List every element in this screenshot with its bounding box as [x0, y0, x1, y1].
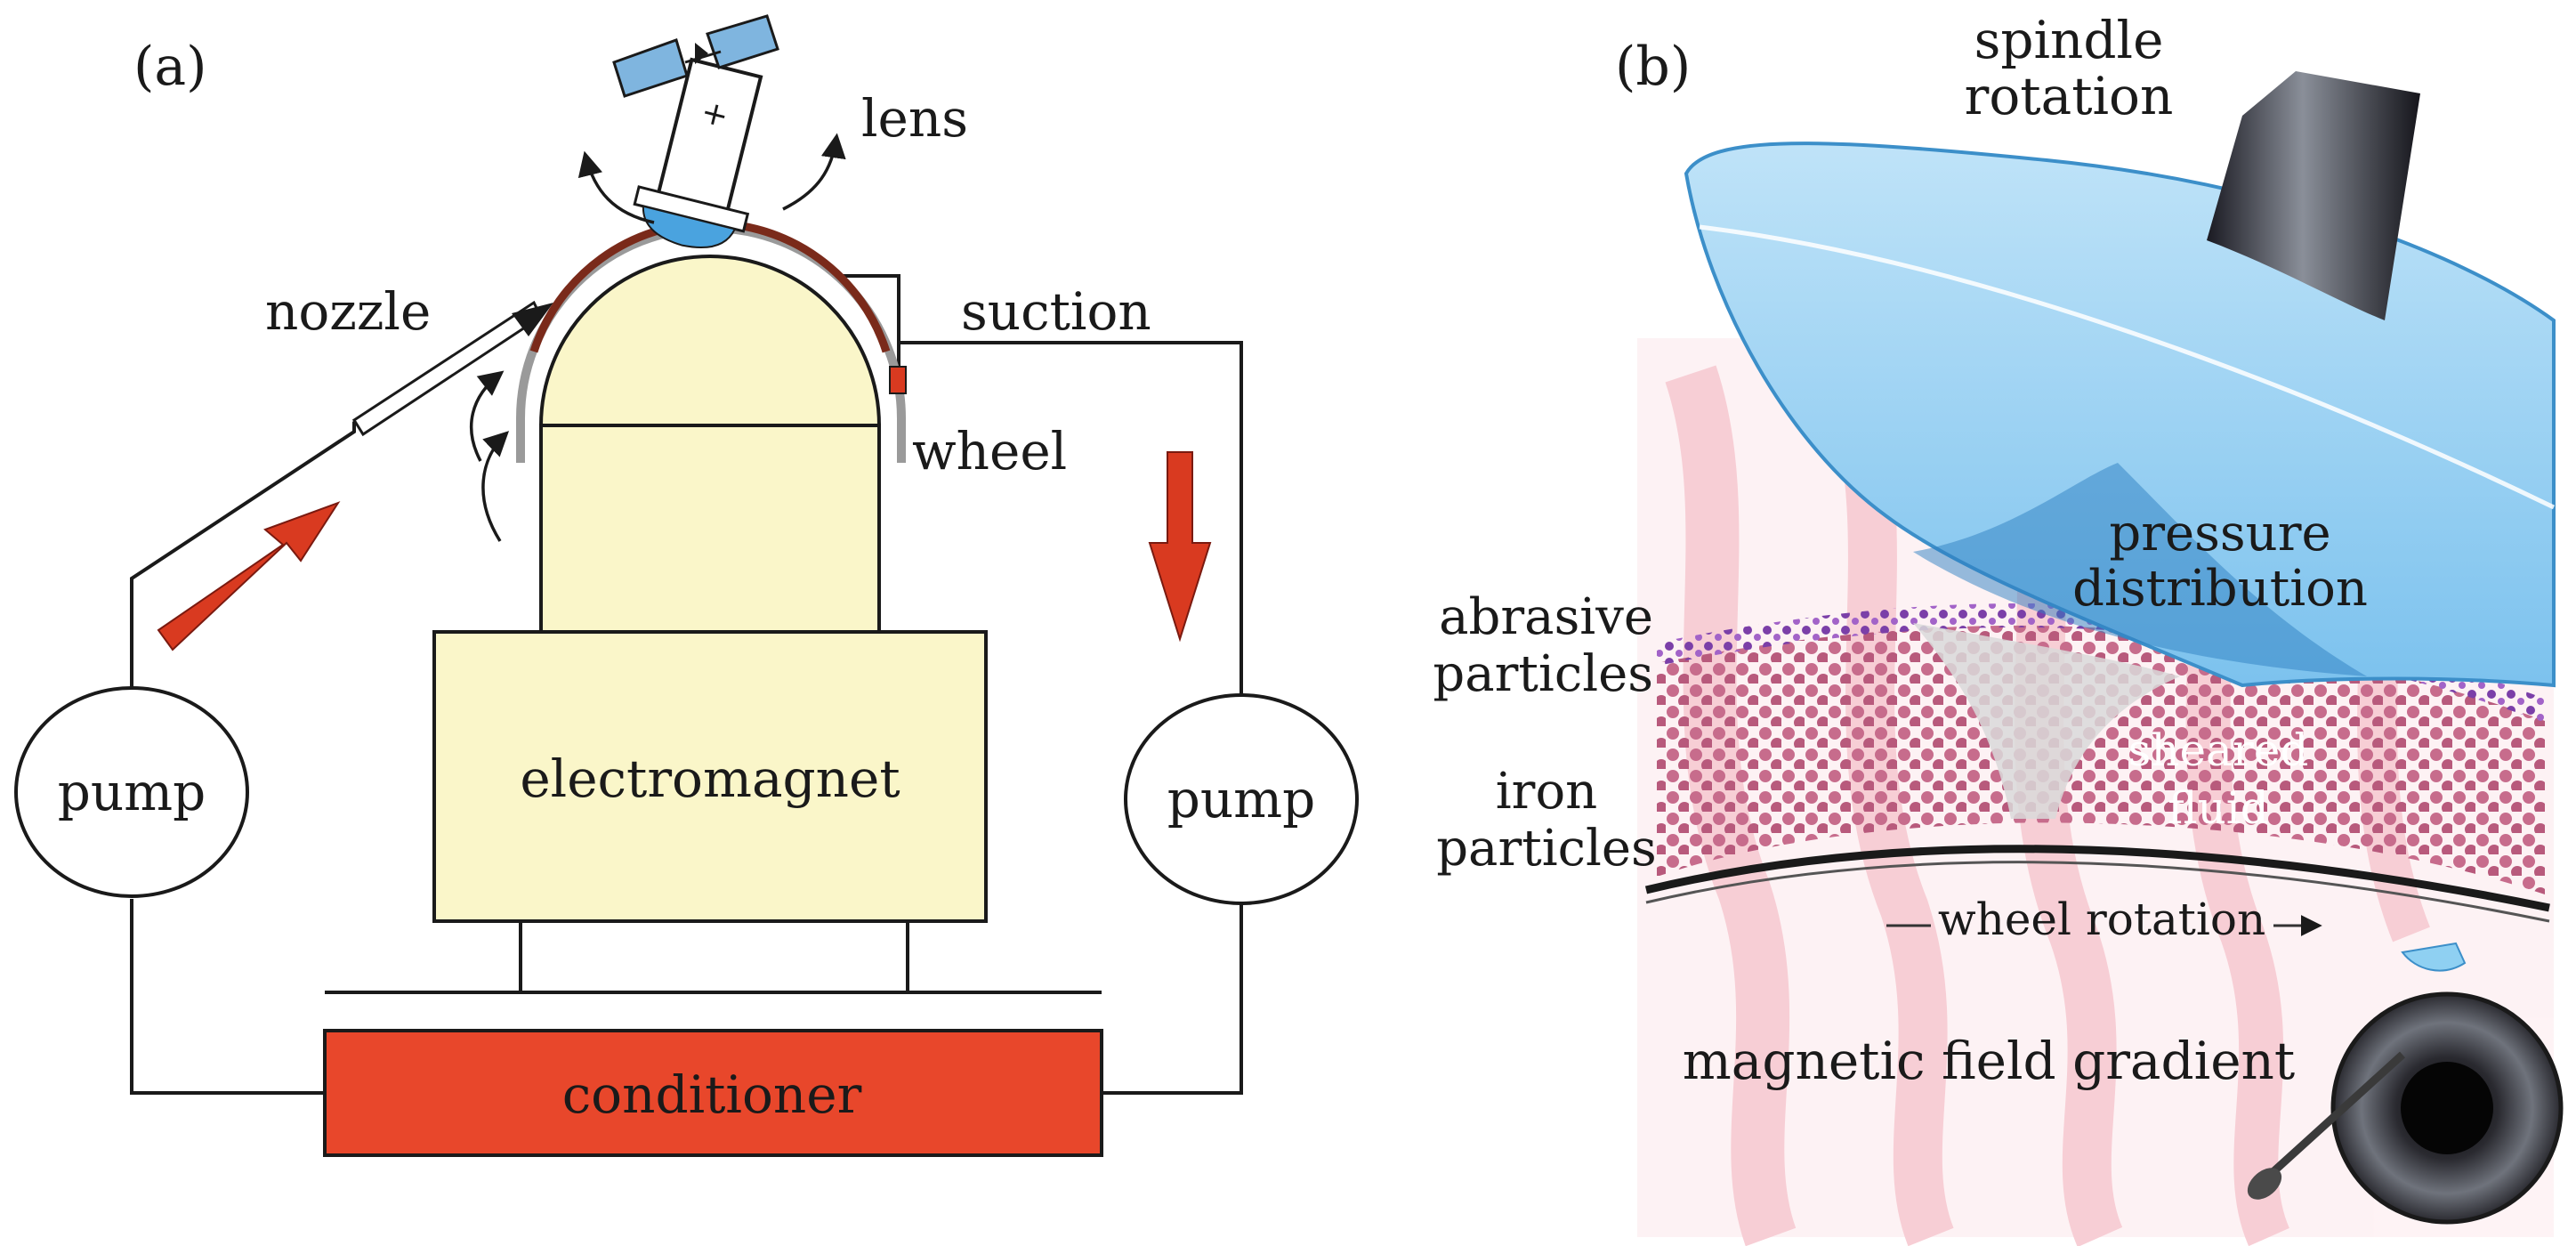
lens-label: lens	[861, 88, 968, 149]
spindle-label-2: rotation	[1965, 66, 2174, 126]
pressure-label-2: distribution	[2072, 560, 2368, 618]
lens-swing-arrow-left	[577, 150, 655, 224]
flow-arrow-up-left	[157, 501, 341, 651]
panel-b: (b) spindle rotation pressure distributi…	[1433, 10, 2564, 1246]
sheared-fluid-region	[1913, 623, 2180, 819]
magnetic-field-label: magnetic field gradient	[1683, 1031, 2295, 1091]
wheel-surface	[1644, 845, 2550, 912]
lens-assembly: +	[633, 57, 763, 249]
abrasive-label-2: particles	[1433, 645, 1653, 703]
panel-b-tag: (b)	[1615, 36, 1691, 98]
pump-left	[14, 686, 249, 898]
wheel-dome	[538, 255, 882, 427]
spindle-shaft	[2207, 71, 2420, 320]
wheel-icon	[2247, 942, 2564, 1225]
electromagnet-label: electromagnet	[520, 748, 900, 809]
abrasive-label-1: abrasive	[1439, 588, 1653, 646]
suction-label: suction	[961, 281, 1151, 342]
left-pipe-lower	[130, 899, 325, 1095]
conditioner-label: conditioner	[562, 1064, 862, 1125]
iron-label-2: particles	[1436, 820, 1657, 878]
spindle-label-1: spindle	[1974, 10, 2164, 70]
pressure-distribution-shape	[1913, 463, 2367, 676]
flow-arrow-2	[481, 431, 510, 542]
suction-pipe	[838, 274, 900, 374]
wheel-rotation-label: wheel rotation	[1938, 894, 2265, 945]
flow-arrow-1	[469, 370, 505, 462]
sheared-label-2: fluid	[2168, 782, 2269, 834]
flow-arrow-down-right	[1148, 451, 1212, 643]
nozzle-label: nozzle	[265, 281, 431, 342]
sheared-label-1: sheared	[2128, 724, 2309, 776]
wheel-surface-inner	[1645, 861, 2550, 923]
iron-particle-layer	[1657, 625, 2545, 894]
lens-highlight	[1699, 224, 2556, 510]
abrasive-particle-layer	[1657, 603, 2545, 723]
lens-holder-handle	[612, 14, 779, 98]
suction-tip	[889, 366, 907, 394]
nozzle-tip-arrow	[512, 303, 553, 336]
pump-right-label: pump	[1167, 769, 1316, 829]
magnet-column	[539, 424, 881, 634]
lens-swing-arrow-right	[782, 133, 846, 211]
iron-label-1: iron	[1496, 763, 1597, 821]
panel-a-tag: (a)	[133, 36, 207, 98]
conditioner-box	[323, 1029, 1103, 1157]
right-pipe-lower	[1102, 894, 1243, 1095]
wheel-label: wheel	[912, 421, 1067, 481]
right-pipe	[899, 341, 1243, 708]
pump-right	[1124, 693, 1359, 905]
pump-left-label: pump	[58, 762, 206, 822]
pressure-label-1: pressure	[2109, 505, 2330, 562]
electromagnet-box	[432, 630, 988, 923]
panel-a: + (a) lens nozzle suction	[14, 14, 1359, 1157]
